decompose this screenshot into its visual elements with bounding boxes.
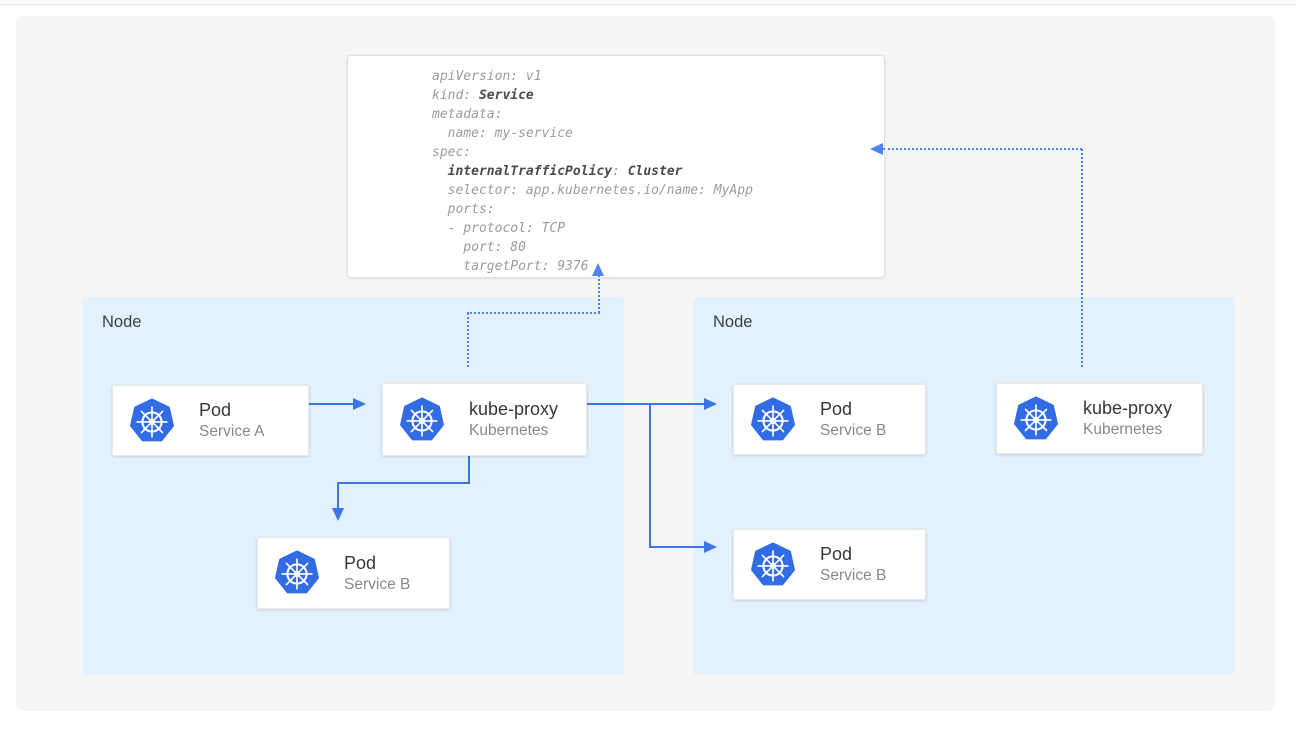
card-title: Pod <box>344 552 377 573</box>
kubernetes-icon <box>399 396 445 443</box>
arrowhead-down-icon <box>332 508 344 521</box>
dotted-down-to-kube-proxy-right <box>1081 149 1083 367</box>
card-pod-service-b-left: Pod Service B <box>257 537 450 609</box>
card-subtitle: Service B <box>820 567 887 584</box>
dotted-up-to-yaml <box>598 275 600 313</box>
card-subtitle: Service B <box>820 422 887 439</box>
arrow-to-pod-b-left <box>337 482 339 509</box>
kubernetes-icon <box>750 541 796 588</box>
card-text: Pod Service B <box>344 552 410 595</box>
arrow-kube-proxy-down <box>468 440 470 483</box>
arrowhead-left-icon <box>870 143 883 155</box>
arrow-branch-right <box>649 546 705 548</box>
arrow-kube-proxy-to-right-node <box>571 403 705 405</box>
card-title: Pod <box>199 400 232 420</box>
node-box-right: Node <box>693 297 1234 675</box>
arrowhead-right-icon <box>704 541 717 553</box>
card-subtitle: Kubernetes <box>1083 421 1163 438</box>
kubernetes-icon <box>129 397 175 444</box>
card-subtitle: Service B <box>344 575 411 593</box>
card-kube-proxy-right: kube-proxy Kubernetes <box>996 383 1203 454</box>
card-text: Pod Service B <box>820 543 886 586</box>
node-box-left: Node <box>82 297 624 675</box>
card-pod-service-a: Pod Service A <box>112 385 309 456</box>
card-kube-proxy-left: kube-proxy Kubernetes <box>382 383 587 456</box>
card-pod-service-b-right-bottom: Pod Service B <box>733 529 926 600</box>
dotted-horizontal-left <box>467 312 600 314</box>
dotted-kube-proxy-up <box>467 313 469 367</box>
card-title: Pod <box>820 544 853 564</box>
card-subtitle: Service A <box>199 423 265 440</box>
arrow-branch-down <box>649 404 651 547</box>
card-text: Pod Service A <box>199 399 264 442</box>
card-pod-service-b-right-top: Pod Service B <box>733 384 926 455</box>
kubernetes-icon <box>274 550 320 596</box>
card-title: kube-proxy <box>469 399 559 419</box>
kubernetes-icon <box>1013 395 1059 442</box>
kubernetes-icon <box>750 396 796 443</box>
node-label: Node <box>102 313 142 331</box>
arrow-pod-a-to-kube-proxy <box>291 403 354 405</box>
arrowhead-up-icon <box>592 263 604 276</box>
card-text: kube-proxy Kubernetes <box>469 398 558 441</box>
card-title: Pod <box>820 399 853 419</box>
top-divider <box>0 0 1296 5</box>
arrowhead-right-icon <box>704 398 717 410</box>
arrow-kube-proxy-elbow <box>337 482 470 484</box>
arrowhead-right-icon <box>353 398 366 410</box>
card-text: kube-proxy Kubernetes <box>1083 397 1172 440</box>
card-text: Pod Service B <box>820 398 886 441</box>
node-label: Node <box>713 313 753 331</box>
card-title: kube-proxy <box>1083 398 1173 418</box>
dotted-horizontal-right <box>883 148 1082 150</box>
card-subtitle: Kubernetes <box>469 422 549 439</box>
